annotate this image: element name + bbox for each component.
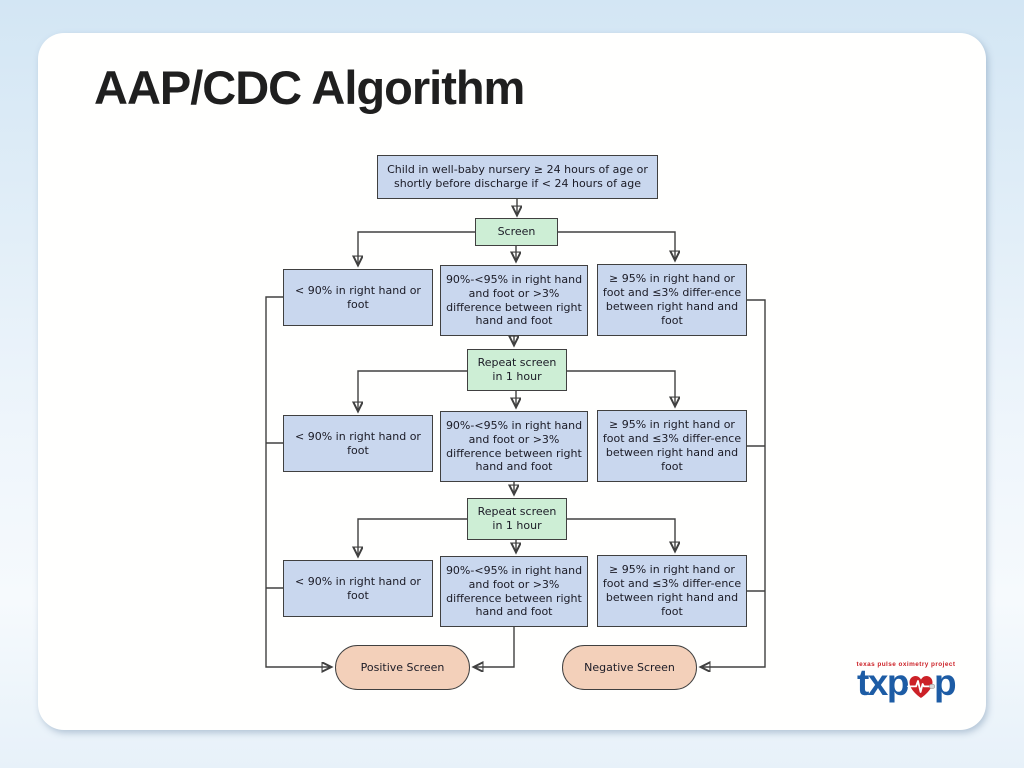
flow-box-low-row3: < 90% in right hand or foot [283,560,433,617]
flow-terminal-negative-screen: Negative Screen [562,645,697,690]
logo-wordmark-prefix: txp [856,662,910,704]
flow-box-low-row2: < 90% in right hand or foot [283,415,433,472]
flow-box-high-row1: ≥ 95% in right hand or foot and ≤3% diff… [597,264,747,336]
flow-box-high-row3: ≥ 95% in right hand or foot and ≤3% diff… [597,555,747,627]
heart-pulse-icon [907,676,935,698]
flow-box-screen: Screen [475,218,558,246]
flow-terminal-positive-screen: Positive Screen [335,645,470,690]
txpop-logo: texas pulse oximetry project txp p [845,661,967,704]
flow-box-start: Child in well-baby nursery ≥ 24 hours of… [377,155,658,199]
flow-box-high-row2: ≥ 95% in right hand or foot and ≤3% diff… [597,410,747,482]
flow-box-repeat-screen-2: Repeat screen in 1 hour [467,498,567,540]
page-title: AAP/CDC Algorithm [94,61,525,114]
flow-box-mid-row2: 90%-<95% in right hand and foot or >3% d… [440,411,588,482]
flow-box-mid-row1: 90%-<95% in right hand and foot or >3% d… [440,265,588,336]
flow-box-mid-row3: 90%-<95% in right hand and foot or >3% d… [440,556,588,627]
logo-wordmark: txp p [845,662,967,704]
flow-box-low-row1: < 90% in right hand or foot [283,269,433,326]
logo-tagline: texas pulse oximetry project [856,661,956,668]
logo-wordmark-suffix: p [933,662,957,704]
flow-box-repeat-screen-1: Repeat screen in 1 hour [467,349,567,391]
